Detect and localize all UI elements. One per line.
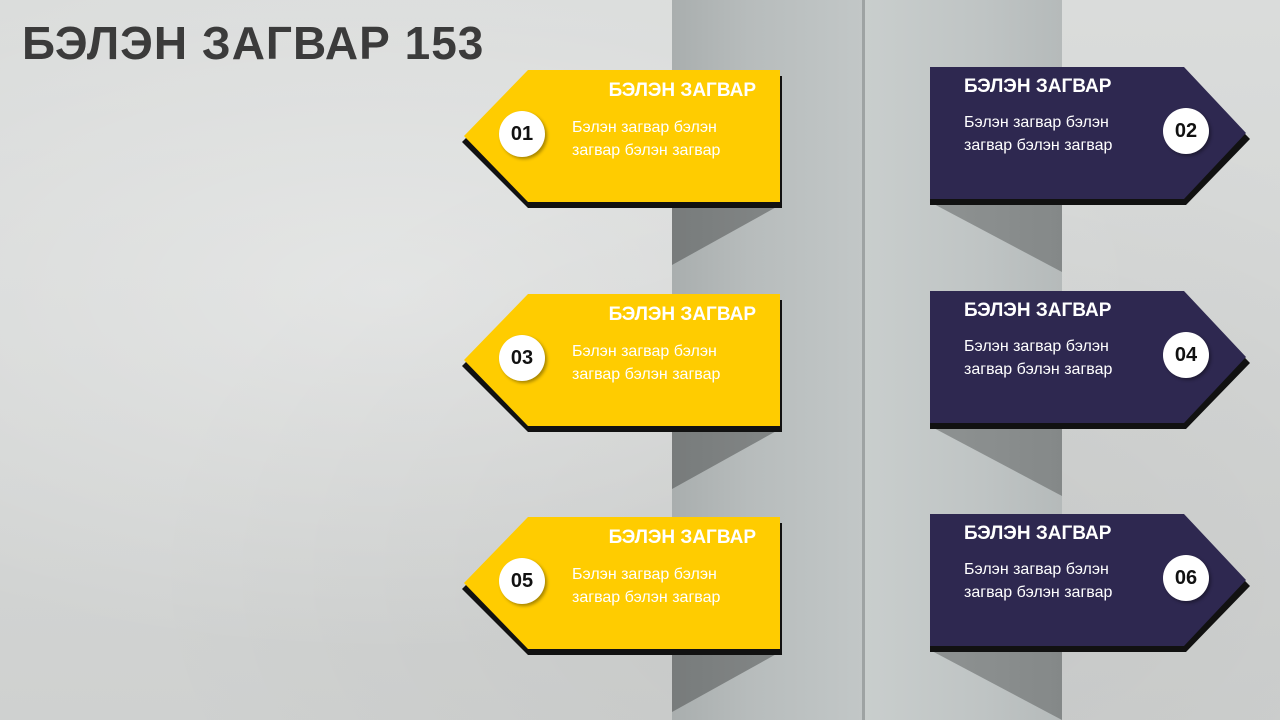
card-01-number: 01 [499, 111, 545, 157]
card-06-heading: БЭЛЭН ЗАГВАР [964, 523, 1112, 544]
card-01-text: Бэлэн загвар бэлэн загвар бэлэн загвар [572, 119, 721, 159]
card-05-shape [462, 517, 782, 655]
card-02-number: 02 [1163, 108, 1209, 154]
card-05-number: 05 [499, 558, 545, 604]
card-03-shape [462, 294, 782, 432]
card-05: 05 БЭЛЭН ЗАГВАР Бэлэн загвар бэлэн загва… [462, 517, 782, 655]
card-04-shape [930, 291, 1250, 429]
card-05-heading: БЭЛЭН ЗАГВАР [608, 527, 756, 548]
card-01-shape [462, 70, 782, 208]
card-01-heading: БЭЛЭН ЗАГВАР [608, 80, 756, 101]
card-shadow [930, 426, 1062, 496]
card-06-text: Бэлэн загвар бэлэн загвар бэлэн загвар [964, 561, 1113, 601]
card-06: 06 БЭЛЭН ЗАГВАР Бэлэн загвар бэлэн загва… [930, 514, 1250, 652]
card-shadow [930, 202, 1062, 272]
card-02-heading: БЭЛЭН ЗАГВАР [964, 76, 1112, 97]
card-02-shape [930, 67, 1250, 205]
card-06-shape [930, 514, 1250, 652]
card-03-heading: БЭЛЭН ЗАГВАР [608, 304, 756, 325]
card-shadow [930, 650, 1062, 720]
card-04-text: Бэлэн загвар бэлэн загвар бэлэн загвар [964, 338, 1113, 378]
card-02-text: Бэлэн загвар бэлэн загвар бэлэн загвар [964, 114, 1113, 154]
card-03-text: Бэлэн загвар бэлэн загвар бэлэн загвар [572, 343, 721, 383]
card-04-heading: БЭЛЭН ЗАГВАР [964, 300, 1112, 321]
pillar-edge [862, 0, 865, 720]
card-04: 04 БЭЛЭН ЗАГВАР Бэлэн загвар бэлэн загва… [930, 291, 1250, 429]
card-06-number: 06 [1163, 555, 1209, 601]
card-05-text: Бэлэн загвар бэлэн загвар бэлэн загвар [572, 566, 721, 606]
card-shadow [672, 652, 780, 712]
card-shadow [672, 205, 780, 265]
card-02: 02 БЭЛЭН ЗАГВАР Бэлэн загвар бэлэн загва… [930, 67, 1250, 205]
card-03-number: 03 [499, 335, 545, 381]
page-title: БЭЛЭН ЗАГВАР 153 [22, 17, 485, 69]
card-01: 01 БЭЛЭН ЗАГВАР Бэлэн загвар бэлэн загва… [462, 70, 782, 208]
card-shadow [672, 429, 780, 489]
card-04-number: 04 [1163, 332, 1209, 378]
card-03: 03 БЭЛЭН ЗАГВАР Бэлэн загвар бэлэн загва… [462, 294, 782, 432]
